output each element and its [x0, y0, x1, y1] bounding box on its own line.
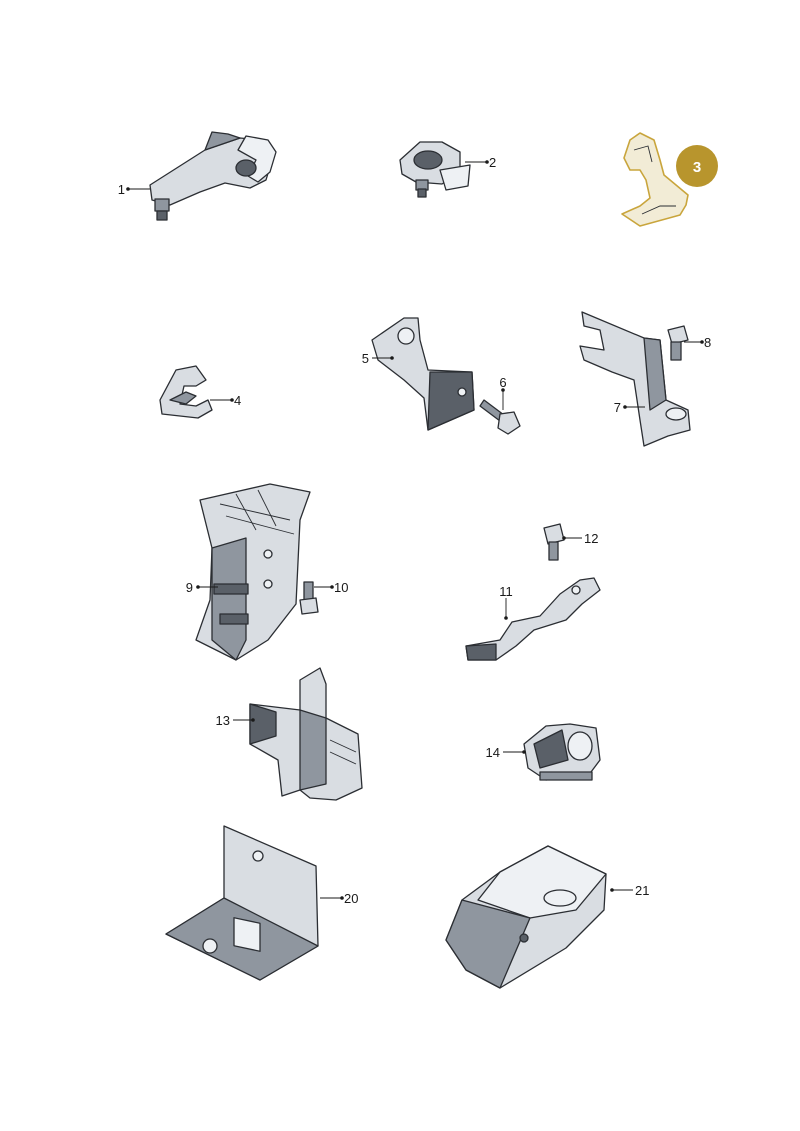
part-8-bolt[interactable]	[667, 325, 689, 361]
label-10: 10	[334, 580, 348, 595]
badge-3	[676, 145, 718, 187]
label-7: 7	[614, 400, 621, 415]
callout-9: 9	[186, 580, 218, 595]
callout-10: 10	[314, 580, 348, 595]
part-11-strip-bracket[interactable]	[465, 577, 601, 661]
callout-6: 6	[499, 375, 507, 410]
part-7-bracket[interactable]	[579, 311, 691, 447]
callout-7: 7	[614, 400, 645, 415]
part-4-clip[interactable]	[159, 365, 213, 419]
part-3-bracket-highlighted[interactable]: 3	[621, 132, 718, 227]
label-12: 12	[584, 531, 598, 546]
part-10-bolt[interactable]	[299, 581, 319, 615]
label-8: 8	[704, 335, 711, 350]
part-12-bolt[interactable]	[543, 523, 565, 561]
callout-11: 11	[499, 584, 513, 620]
part-1-pipe-clip[interactable]	[149, 131, 277, 221]
label-1: 1	[118, 182, 125, 197]
label-4: 4	[234, 393, 241, 408]
label-5: 5	[362, 351, 369, 366]
label-2: 2	[489, 155, 496, 170]
label-6: 6	[499, 375, 506, 390]
callout-21: 21	[610, 883, 649, 898]
part-21-heat-shield[interactable]	[445, 845, 607, 989]
part-14-cable-clip[interactable]	[523, 723, 601, 781]
callout-20: 20	[320, 891, 358, 906]
label-11: 11	[499, 584, 513, 599]
callout-8: 8	[684, 335, 711, 350]
label-20: 20	[344, 891, 358, 906]
label-21: 21	[635, 883, 649, 898]
part-9-bracket[interactable]	[195, 483, 311, 661]
callout-5: 5	[362, 351, 394, 366]
part-13-cross-bracket[interactable]	[249, 667, 363, 801]
part-5-bracket[interactable]	[371, 317, 475, 431]
callout-1: 1	[118, 182, 150, 197]
label-14: 14	[486, 745, 500, 760]
part-6-bolt[interactable]	[479, 399, 521, 435]
label-3: 3	[693, 159, 701, 176]
part-20-angle-plate[interactable]	[165, 825, 319, 981]
callout-14: 14	[486, 745, 526, 760]
label-9: 9	[186, 580, 193, 595]
part-2-clip[interactable]	[399, 141, 471, 198]
callout-13: 13	[216, 713, 255, 728]
label-13: 13	[216, 713, 230, 728]
callout-4: 4	[210, 393, 241, 408]
callout-2: 2	[465, 155, 496, 170]
callout-12: 12	[562, 531, 598, 546]
